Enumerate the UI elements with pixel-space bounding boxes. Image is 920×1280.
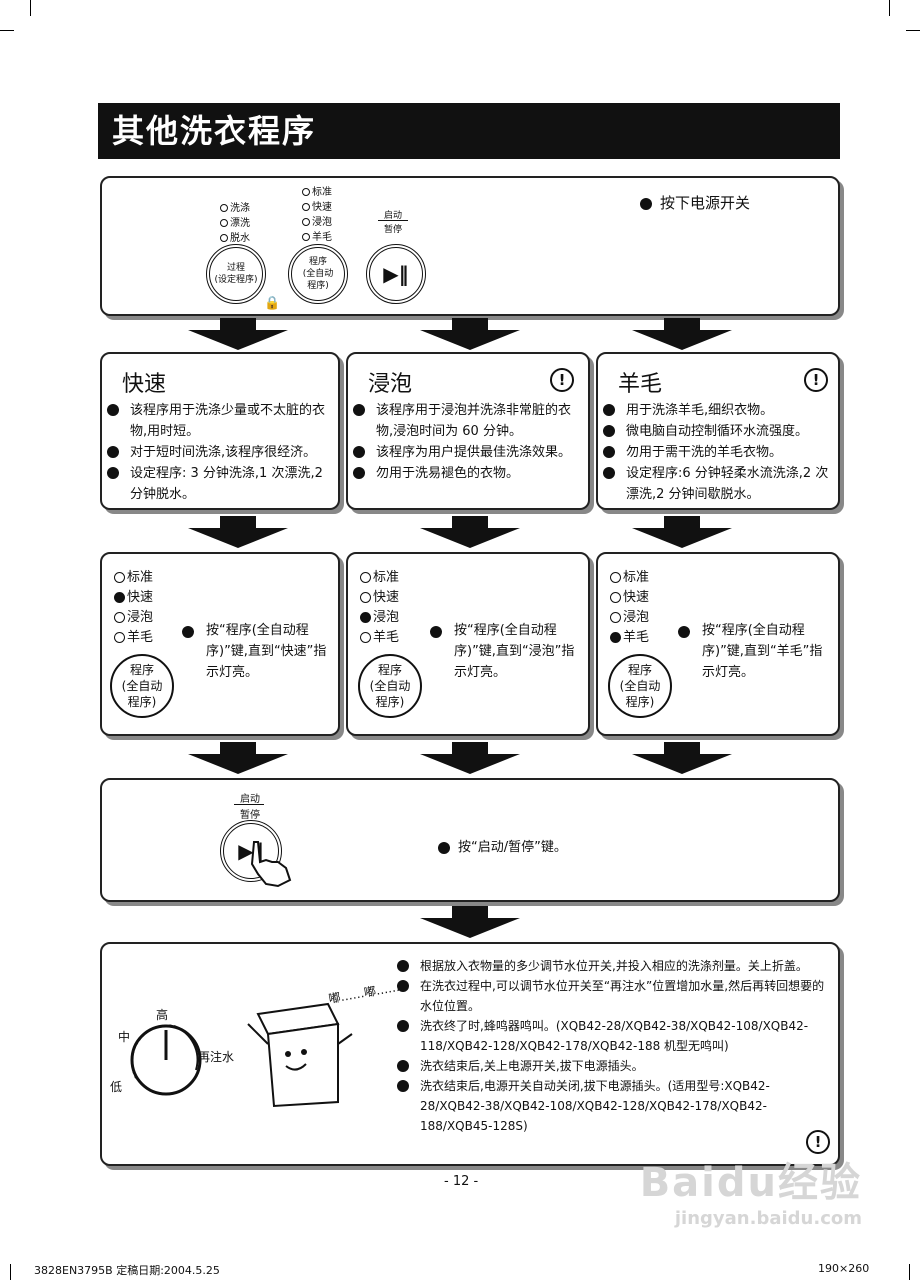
list-item: 该程序用于洗涤少量或不太脏的衣物,用时短。 <box>102 400 338 442</box>
down-arrow-icon <box>632 516 732 548</box>
pause-label: 暂停 <box>240 810 260 821</box>
list-item: 勿用于洗易褪色的衣物。 <box>348 463 588 484</box>
child-lock-icon: 🔒 <box>264 296 281 311</box>
list-item: 设定程序:6 分钟轻柔水流洗涤,2 次漂洗,2 分钟间歇脱水。 <box>598 463 838 505</box>
start-pause-button[interactable]: ▶‖ <box>220 820 282 882</box>
indicator-light-on <box>360 612 371 623</box>
step1-instruction: 按下电源开关 <box>640 192 750 213</box>
washing-machine-mascot-icon <box>247 1002 353 1108</box>
start-label: 启动 <box>384 211 403 221</box>
indicator-light <box>360 592 371 603</box>
indicator-light <box>360 572 371 583</box>
indicator-light <box>610 592 621 603</box>
indicator-light-on <box>610 632 621 643</box>
program-box-quick: 快速 该程序用于洗涤少量或不太脏的衣物,用时短。 对于短时间洗涤,该程序很经济。… <box>100 352 340 510</box>
crop-mark <box>909 1264 910 1280</box>
control-panel-box: 洗涤 漂洗 脱水 标准 快速 浸泡 羊毛 过程(设定程序) 程序(全自动程序) … <box>100 176 840 316</box>
down-arrow-icon <box>420 742 520 774</box>
start-pause-button[interactable]: ▶‖ <box>366 244 426 304</box>
program-button[interactable]: 程序(全自动程序) <box>358 654 422 718</box>
crop-mark <box>0 30 14 31</box>
down-arrow-icon <box>420 318 520 350</box>
list-item: 洗衣结束后,关上电源开关,拔下电源插头。 <box>392 1056 832 1076</box>
selector-box-quick: 标准 快速 浸泡 羊毛 程序(全自动程序) 按“程序(全自动程序)”键,直到“快… <box>100 552 340 736</box>
program-box-wool: 羊毛 ! 用于洗涤羊毛,细织衣物。 微电脑自动控制循环水流强度。 勿用于需干洗的… <box>596 352 840 510</box>
process-button[interactable]: 过程(设定程序) <box>206 244 266 304</box>
list-item: 该程序为用户提供最佳洗涤效果。 <box>348 442 588 463</box>
selector-instruction: 按“程序(全自动程序)”键,直到“快速”指示灯亮。 <box>206 623 327 680</box>
crop-mark <box>10 1264 11 1280</box>
footer-left: 3828EN3795B 定稿日期:2004.5.25 <box>34 1264 220 1277</box>
down-arrow-icon <box>188 516 288 548</box>
down-arrow-icon <box>420 516 520 548</box>
pressing-hand-icon <box>250 841 292 888</box>
caution-icon: ! <box>806 1130 830 1154</box>
list-item: 洗衣终了时,蜂鸣器鸣叫。(XQB42-28/XQB42-38/XQB42-108… <box>392 1016 832 1056</box>
crop-mark <box>889 0 890 16</box>
dial-high-label: 高 <box>156 1008 169 1022</box>
play-pause-icon: ▶‖ <box>383 262 409 286</box>
indicator-list: 标准 快速 浸泡 羊毛 <box>114 568 153 648</box>
list-item: 用于洗涤羊毛,细织衣物。 <box>598 400 838 421</box>
page-number: - 12 - <box>444 1174 479 1189</box>
indicator-light <box>610 572 621 583</box>
program-button[interactable]: 程序(全自动程序) <box>288 244 348 304</box>
caution-icon: ! <box>550 368 574 392</box>
program-indicators: 标准 快速 浸泡 羊毛 <box>302 182 332 248</box>
indicator-light <box>114 612 125 623</box>
indicator-light <box>360 632 371 643</box>
water-level-dial <box>130 1024 202 1096</box>
down-arrow-icon <box>188 318 288 350</box>
selector-instruction: 按“程序(全自动程序)”键,直到“羊毛”指示灯亮。 <box>702 623 823 680</box>
page-title: 其他洗衣程序 <box>98 103 840 159</box>
label-divider <box>234 804 264 805</box>
indicator-light <box>114 632 125 643</box>
program-title: 羊毛 <box>618 372 663 397</box>
down-arrow-icon <box>632 742 732 774</box>
crop-mark <box>30 0 31 16</box>
list-item: 对于短时间洗涤,该程序很经济。 <box>102 442 338 463</box>
down-arrow-icon <box>188 742 288 774</box>
list-item: 微电脑自动控制循环水流强度。 <box>598 421 838 442</box>
label-divider <box>378 220 408 221</box>
selector-instruction: 按“程序(全自动程序)”键,直到“浸泡”指示灯亮。 <box>454 623 575 680</box>
program-button[interactable]: 程序(全自动程序) <box>110 654 174 718</box>
list-item: 勿用于需干洗的羊毛衣物。 <box>598 442 838 463</box>
indicator-light <box>610 612 621 623</box>
program-button[interactable]: 程序(全自动程序) <box>608 654 672 718</box>
final-step-box: 高 中 低 再注水 嘟……嘟…… 根据放入衣物量的多少调节水位开关,并投入相应的… <box>100 942 840 1166</box>
list-item: 洗衣结束后,电源开关自动关闭,拔下电源插头。(适用型号:XQB42-28/XQB… <box>392 1076 832 1136</box>
process-indicators: 洗涤 漂洗 脱水 <box>220 198 250 249</box>
list-item: 根据放入衣物量的多少调节水位开关,并投入相应的洗涤剂量。关上折盖。 <box>392 956 832 976</box>
program-title: 快速 <box>122 372 167 397</box>
footer-right: 190×260 <box>818 1262 870 1275</box>
indicator-list: 标准 快速 浸泡 羊毛 <box>610 568 649 648</box>
start-step-box: 启动 暂停 ▶‖ 按“启动/暂停”键。 <box>100 778 840 902</box>
baidu-watermark: Baidu经验 jingyan.baidu.com <box>639 1160 862 1229</box>
indicator-light <box>114 572 125 583</box>
dial-refill-label: 再注水 <box>198 1050 235 1064</box>
program-box-soak: 浸泡 ! 该程序用于浸泡并洗涤非常脏的衣物,浸泡时间为 60 分钟。 该程序为用… <box>346 352 590 510</box>
start-label: 启动 <box>240 794 260 805</box>
list-item: 在洗衣过程中,可以调节水位开关至“再注水”位置增加水量,然后再转回想要的水位位置… <box>392 976 832 1016</box>
pause-label: 暂停 <box>384 225 403 235</box>
list-item: 设定程序: 3 分钟洗涤,1 次漂洗,2 分钟脱水。 <box>102 463 338 505</box>
beep-sound-text: 嘟……嘟…… <box>327 979 401 1007</box>
program-title: 浸泡 <box>368 372 413 397</box>
caution-icon: ! <box>804 368 828 392</box>
selector-box-soak: 标准 快速 浸泡 羊毛 程序(全自动程序) 按“程序(全自动程序)”键,直到“浸… <box>346 552 590 736</box>
indicator-list: 标准 快速 浸泡 羊毛 <box>360 568 399 648</box>
list-item: 该程序用于浸泡并洗涤非常脏的衣物,浸泡时间为 60 分钟。 <box>348 400 588 442</box>
down-arrow-icon <box>632 318 732 350</box>
selector-box-wool: 标准 快速 浸泡 羊毛 程序(全自动程序) 按“程序(全自动程序)”键,直到“羊… <box>596 552 840 736</box>
indicator-light-on <box>114 592 125 603</box>
dial-mid-label: 中 <box>118 1030 131 1044</box>
down-arrow-icon <box>420 906 520 938</box>
dial-low-label: 低 <box>110 1080 123 1094</box>
crop-mark <box>906 30 920 31</box>
start-instruction: 按“启动/暂停”键。 <box>438 836 567 855</box>
